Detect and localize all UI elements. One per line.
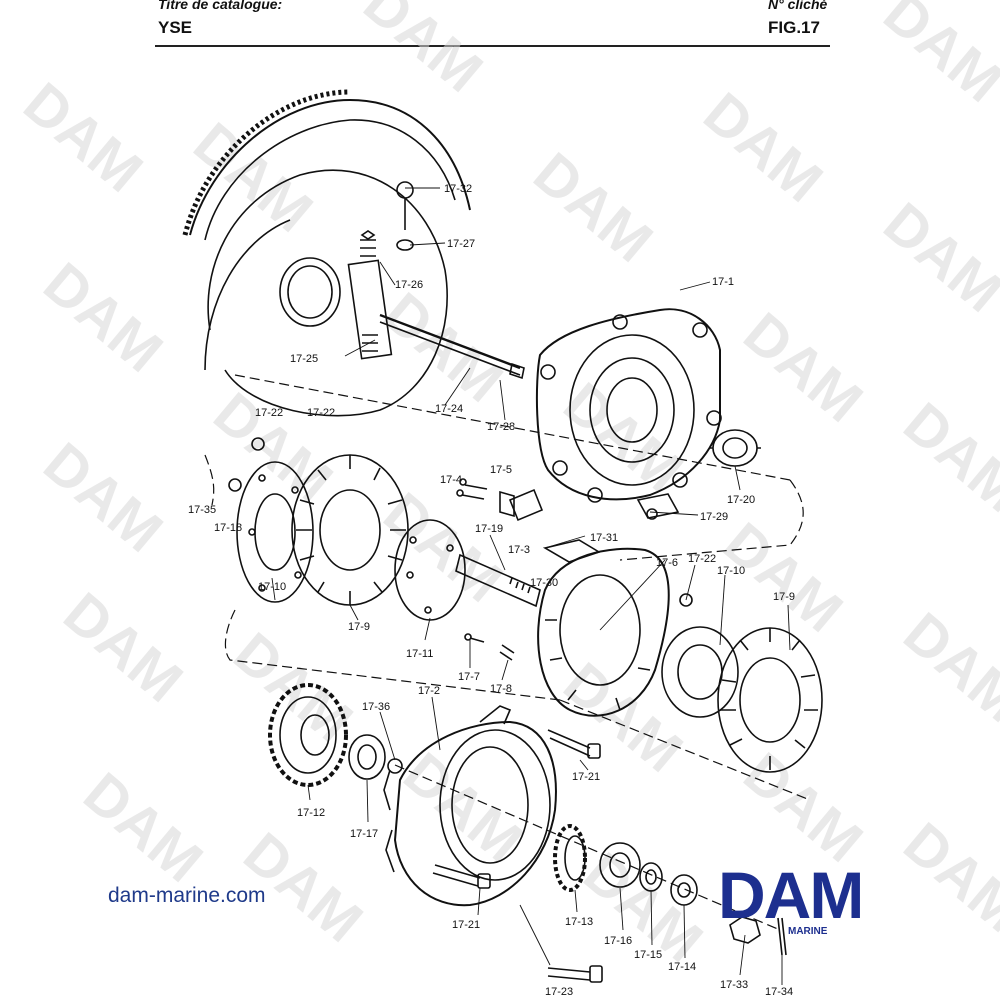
part-label: 17-16 [604, 935, 632, 947]
part-label: 17-5 [490, 464, 512, 476]
part-label: 17-11 [406, 648, 433, 660]
part-label: 17-18 [214, 522, 242, 534]
part-label: 17-8 [490, 683, 512, 695]
part-label: 17-19 [475, 523, 503, 535]
plate-number-value: FIG.17 [768, 18, 820, 37]
part-label: 17-4 [440, 474, 462, 486]
bearing-16 [599, 842, 641, 888]
split-pin [777, 917, 787, 956]
clutch-plate-upper [236, 461, 314, 603]
part-label: 17-3 [508, 544, 530, 556]
watermark: DAM [352, 0, 495, 105]
watermark: DAM [522, 140, 665, 275]
logo-wordmark: DAM [718, 858, 864, 932]
part-label: 17-2 [418, 685, 440, 697]
centerlines [204, 374, 811, 931]
part-label: 17-1 [712, 276, 734, 288]
logo-subtext: MARINE [786, 926, 830, 937]
bolt-upper [547, 729, 601, 759]
part-label: 17-10 [258, 581, 286, 593]
part-labels: 17-32 17-27 17-26 17-1 17-25 17-24 17-28… [188, 183, 795, 998]
watermark: DAM [32, 250, 175, 385]
website-link[interactable]: dam-marine.com [108, 884, 266, 907]
leader-lines [271, 187, 791, 985]
gearbox-housing [383, 705, 557, 907]
clutch-shaft [455, 553, 541, 608]
watermark: DAM [892, 810, 1000, 945]
part-label: 17-15 [634, 949, 662, 961]
part-label: 17-9 [348, 621, 370, 633]
gear-small [553, 824, 587, 892]
watermark: DAM [52, 580, 195, 715]
part-label: 17-14 [668, 961, 696, 973]
part-label: 17-30 [530, 577, 558, 589]
part-label: 17-21 [452, 919, 480, 931]
part-label: 17-32 [444, 183, 472, 195]
watermark: DAM [692, 80, 835, 215]
part-label: 17-26 [395, 279, 423, 291]
line-art [182, 89, 823, 985]
part-label: 17-35 [188, 504, 216, 516]
flywheel [182, 89, 471, 417]
bolt-lower [432, 864, 491, 889]
bolt-23 [547, 965, 603, 983]
catalog-title-label: Titre de catalogue: [158, 0, 283, 12]
part-label: 17-12 [297, 807, 325, 819]
clutch-drum [537, 547, 670, 717]
part-label: 17-9 [773, 591, 795, 603]
part-label: 17-24 [435, 403, 463, 415]
part-label: 17-10 [717, 565, 745, 577]
part-label: 17-27 [447, 238, 475, 250]
friction-disc-upper [291, 454, 409, 606]
part-label: 17-23 [545, 986, 573, 998]
watermark: DAM [892, 390, 1000, 525]
part-label: 17-17 [350, 828, 378, 840]
part-label: 17-7 [458, 671, 480, 683]
part-label: 17-22 [307, 407, 335, 419]
bearing-17 [348, 734, 386, 780]
part-label: 17-20 [727, 494, 755, 506]
part-label: 17-22 [688, 553, 716, 565]
part-label: 17-13 [565, 916, 593, 928]
part-label: 17-34 [765, 986, 793, 998]
part-label: 17-21 [572, 771, 600, 783]
clutch-plate-lower [661, 626, 739, 718]
watermark: DAM [732, 300, 875, 435]
plate-number-label: N° cliché [768, 0, 828, 12]
part-label: 17-31 [590, 532, 618, 544]
watermark: DAM [32, 430, 175, 565]
friction-disc-lower [717, 627, 823, 773]
part-label: 17-36 [362, 701, 390, 713]
bell-housing [535, 308, 722, 503]
part-label: 17-33 [720, 979, 748, 991]
watermark: DAM [892, 600, 1000, 735]
watermark: DAM [872, 190, 1000, 325]
watermark: DAM [72, 760, 215, 895]
brand-logo: DAM MARINE [718, 862, 900, 937]
watermark-layer: DAM DAM DAM DAM DAM DAM DAM DAM DAM DAM … [12, 0, 1000, 975]
watermark: DAM [12, 70, 155, 205]
part-label: 17-28 [487, 421, 515, 433]
pivot-assembly [347, 181, 525, 380]
part-label: 17-22 [255, 407, 283, 419]
watermark: DAM [372, 480, 515, 615]
watermark: DAM [872, 0, 1000, 115]
header-rule [155, 45, 830, 47]
watermark: DAM [732, 740, 875, 875]
part-label: 17-29 [700, 511, 728, 523]
catalog-title-value: YSE [158, 18, 193, 37]
part-label: 17-25 [290, 353, 318, 365]
gear-large [268, 683, 348, 787]
watermark: DAM [372, 280, 515, 415]
watermark: DAM [712, 510, 855, 645]
part-label: 17-6 [656, 557, 678, 569]
castle-nut [729, 916, 761, 944]
